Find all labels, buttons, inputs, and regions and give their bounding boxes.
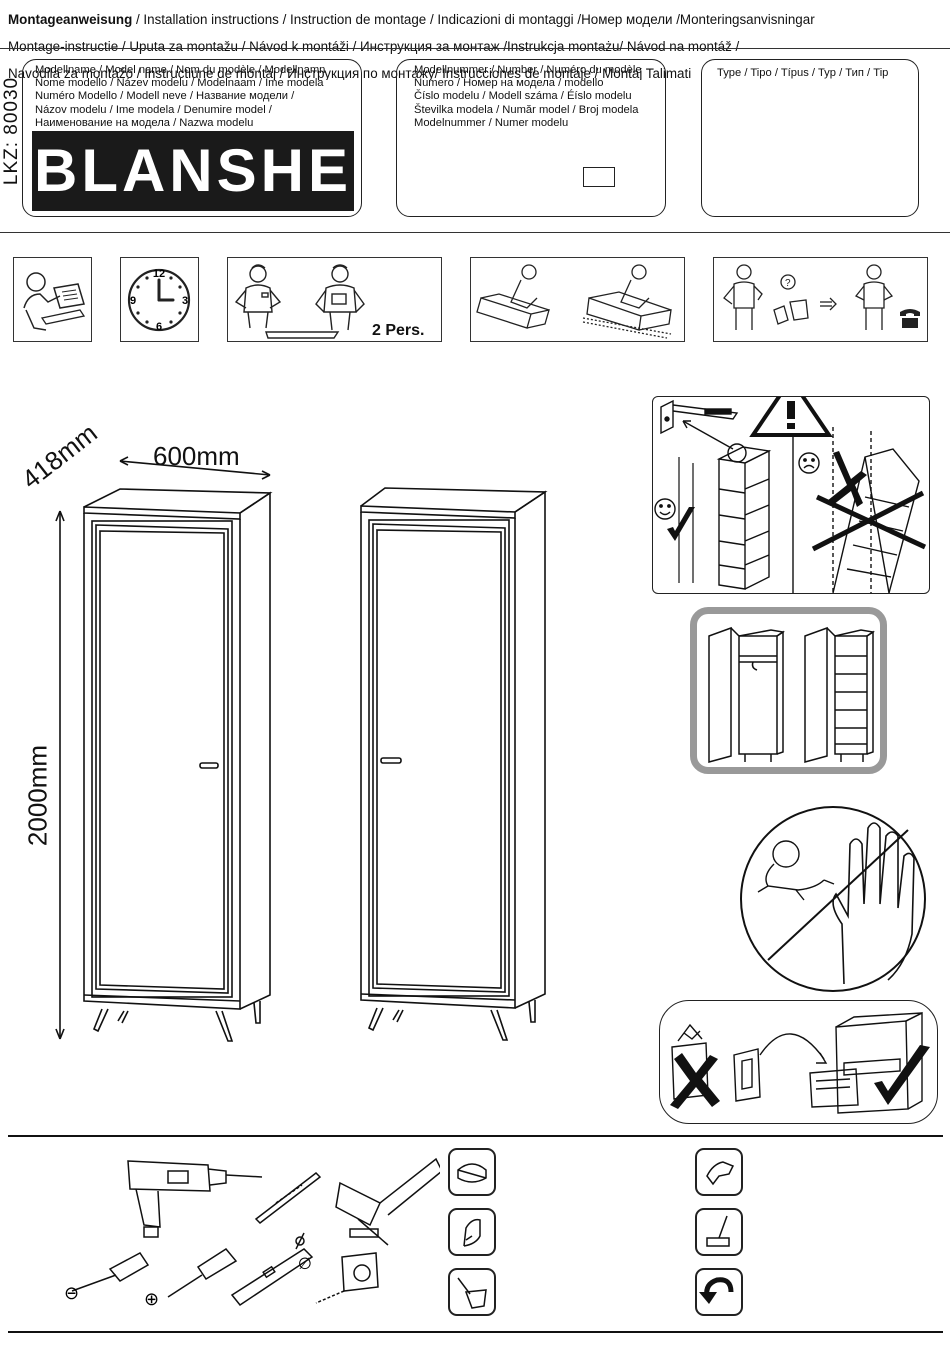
clock-icon: 12 3 6 9 <box>127 268 191 333</box>
wall-anchor-illustration <box>654 397 927 593</box>
clock-number-12: 12 <box>153 268 165 280</box>
persons-count-label: 2 Pers. <box>372 322 425 339</box>
model-name-box: Modellname / Model name / Nom du modèle … <box>22 59 362 217</box>
keep-away-children-panel <box>740 806 926 992</box>
model-logo: BLANSHE <box>32 131 354 211</box>
read-instructions-pictogram <box>13 257 92 342</box>
drill-icon <box>127 1160 263 1238</box>
dustpan-icon <box>457 1277 487 1309</box>
header-divider <box>0 48 950 49</box>
check-parts-pictogram: ? <box>713 257 928 342</box>
svg-text:?: ? <box>785 278 791 289</box>
model-name-label-5: Наименование на модела / Nazwa modelu <box>35 116 254 129</box>
telephone-icon <box>900 309 920 328</box>
plus-symbol: ⊕ <box>144 1289 159 1310</box>
glove-icon <box>706 1161 735 1186</box>
smiley-sad-icon <box>798 452 820 474</box>
model-number-field <box>583 167 615 187</box>
flat-screwdriver-icon <box>71 1252 150 1292</box>
checkmark-icon <box>874 1045 930 1105</box>
clock-number-9: 9 <box>130 295 136 307</box>
minus-symbol: ⊖ <box>64 1283 79 1304</box>
mallet-tile <box>695 1208 743 1256</box>
tools-illustration: ⊖ ⊕ ∅ <box>64 1157 440 1310</box>
clock-number-3: 3 <box>182 295 188 307</box>
tools-top-divider <box>8 1135 943 1137</box>
check-parts-icon: ? <box>723 264 920 330</box>
checkmark-icon <box>667 507 695 541</box>
cross-icon <box>670 1053 720 1109</box>
info-divider <box>0 232 950 233</box>
smiley-happy-icon <box>654 498 676 520</box>
assemble-on-floor-pictogram <box>470 257 685 342</box>
diameter-symbol: ∅ <box>298 1254 312 1273</box>
cross-icon <box>827 451 867 507</box>
mallet-icon <box>706 1215 730 1247</box>
spirit-level-icon <box>230 1248 314 1307</box>
open-cabinet-illustration <box>708 626 875 763</box>
model-number-label-4: Številka modela / Număr model / Broj mod… <box>414 103 639 116</box>
gloves-tile <box>448 1208 496 1256</box>
lkz-code: LKZ: 80030 <box>1 76 22 186</box>
hand-stop-icon <box>832 822 915 985</box>
model-number-label-3: Číslo modelu / Modell száma / Éíslo mode… <box>414 90 632 103</box>
model-name-label-2: Nome modello / Název modelu / Modelnaam … <box>35 77 324 90</box>
warning-triangle-icon <box>749 397 833 437</box>
hammer-icon <box>335 1157 440 1246</box>
model-name-label-4: Názov modelu / Ime modela / Denumire mod… <box>35 103 272 116</box>
phillips-screwdriver-icon <box>167 1248 238 1298</box>
open-cabinet-panel <box>690 607 887 774</box>
two-workers-icon <box>234 264 365 339</box>
two-persons-pictogram: 2 Pers. <box>227 257 442 342</box>
model-name-label-3: Numéro Modello / Modell neve / Название … <box>35 90 295 103</box>
model-number-label-5: Modelnummer / Numer modelu <box>414 116 569 129</box>
header-text: Montageanweisung / Installation instruct… <box>8 0 943 94</box>
cabinet-drawing-dimensioned <box>55 456 273 1042</box>
type-label: Type / Tipo / Típus / Typ / Тип / Tip <box>717 67 889 79</box>
model-number-label-2: Numero / Номер на модела / modello <box>414 77 604 90</box>
tools-bottom-divider <box>8 1331 943 1333</box>
rotate-tile <box>695 1268 743 1316</box>
tape-measure-icon <box>315 1252 379 1304</box>
wall-anchor-panel <box>652 396 930 594</box>
model-number-box: Modellnummer / Number / Numéro du modèle… <box>396 59 666 217</box>
hand-protection-tile <box>695 1148 743 1196</box>
model-name-label-1: Modellname / Model name / Nom du modèle … <box>35 64 326 76</box>
clock-number-6: 6 <box>156 321 162 333</box>
rotate-arrow-icon <box>699 1277 734 1304</box>
keep-documents-illustration <box>670 1011 930 1114</box>
header-line-2: Montage-instructie / Uputa za montažu / … <box>8 40 740 54</box>
header-line-1: Montageanweisung / Installation instruct… <box>8 13 943 26</box>
drill-bit-icon <box>254 1172 322 1250</box>
model-number-label-1: Modellnummer / Number / Numéro du modèle <box>414 64 642 76</box>
keep-documents-panel <box>659 1000 938 1124</box>
cloth-icon <box>457 1163 487 1183</box>
clean-cloth-tile <box>448 1148 496 1196</box>
header-line-1-rest: / Installation instructions / Instructio… <box>132 13 815 27</box>
type-box: Type / Tipo / Típus / Typ / Тип / Tip <box>701 59 919 217</box>
dustpan-tile <box>448 1268 496 1316</box>
header-title: Montageanweisung <box>8 13 133 27</box>
person-reading-icon <box>23 272 86 331</box>
time-pictogram: 12 3 6 9 <box>120 257 199 342</box>
header-line-3: Navodila za montažo / Instructiune de mo… <box>8 67 692 81</box>
cabinet-drawing-plain <box>360 487 548 1041</box>
hand-tool-icon <box>463 1218 481 1247</box>
baby-icon <box>757 840 835 901</box>
assembly-workers-icon <box>476 264 672 339</box>
